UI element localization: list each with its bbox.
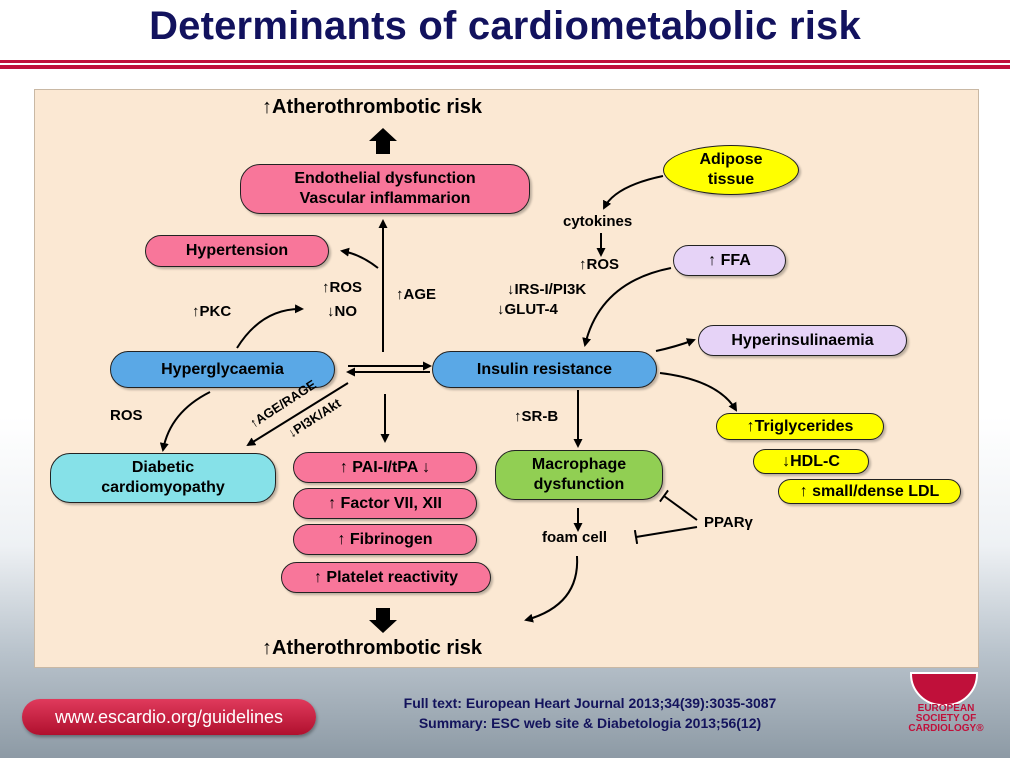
node-ldl: ↑ small/dense LDL <box>778 479 961 504</box>
arrow-adipose-cytokines <box>603 175 664 210</box>
node-adipose-tissue: Adipose tissue <box>663 145 799 195</box>
arrow-foam-to-bottom <box>524 555 579 623</box>
label-no-down: ↓NO <box>327 303 357 320</box>
summary-reference: Summary: ESC web site & Diabetologia 201… <box>418 715 762 731</box>
label-pkc: ↑PKC <box>192 303 232 320</box>
guidelines-link[interactable]: www.escardio.org/guidelines <box>22 699 316 735</box>
label-ros-right: ↑ROS <box>579 256 620 273</box>
label-cytokines: cytokines <box>563 213 633 230</box>
arrow-ffa-insulin <box>582 267 672 347</box>
node-text: dysfunction <box>533 476 625 493</box>
label-foam-cell: foam cell <box>542 529 608 546</box>
node-text: Vascular inflammarion <box>299 190 471 207</box>
node-text: Diabetic <box>131 459 195 476</box>
node-text: Endothelial dysfunction <box>294 170 476 187</box>
label-glut: ↓GLUT-4 <box>497 301 558 318</box>
arrow-to-hyperinsulinaemia <box>655 338 696 352</box>
node-hdl: ↓HDL-C <box>753 449 869 474</box>
node-hyperglycaemia: Hyperglycaemia <box>110 351 335 388</box>
node-macrophage-dysfunction: Macrophage dysfunction <box>495 450 663 500</box>
node-platelet: ↑ Platelet reactivity <box>281 562 491 593</box>
label-irs: ↓IRS-I/PI3K <box>507 281 587 298</box>
node-diabetic-cardiomyopathy: Diabetic cardiomyopathy <box>50 453 276 503</box>
node-text: Macrophage <box>531 456 627 473</box>
label-age: ↑AGE <box>396 286 437 303</box>
title-rule <box>0 60 1010 63</box>
node-pai: ↑ PAI-I/tPA ↓ <box>293 452 477 483</box>
big-down-arrow <box>369 608 397 633</box>
label-ros-up: ↑ROS <box>322 279 363 296</box>
label-ppar: PPARγ <box>704 514 753 531</box>
node-fibrinogen: ↑ Fibrinogen <box>293 524 477 555</box>
node-insulin-resistance: Insulin resistance <box>432 351 657 388</box>
bottom-outcome-label: ↑Atherothrombotic risk <box>262 637 483 659</box>
esc-logo-text-1: EUROPEAN <box>917 703 975 714</box>
esc-logo-text-2: SOCIETY OF <box>915 713 977 724</box>
arrow-to-hypertension <box>340 247 379 269</box>
title-rule-secondary <box>0 65 1010 69</box>
arrow-to-cardiomyopathy <box>159 391 211 452</box>
node-ffa: ↑ FFA <box>673 245 786 276</box>
big-up-arrow <box>369 128 397 154</box>
arrow-hyperglycaemia-pkc <box>236 304 304 349</box>
inhibit-foam-cell <box>633 526 698 545</box>
top-outcome-label: ↑Atherothrombotic risk <box>262 96 483 118</box>
node-triglycerides: ↑Triglycerides <box>716 413 884 440</box>
node-text: cardiomyopathy <box>101 479 225 496</box>
arrow-age-rage <box>246 382 349 447</box>
slide-title: Determinants of cardiometabolic risk <box>149 4 861 48</box>
fulltext-reference: Full text: European Heart Journal 2013;3… <box>403 695 777 711</box>
inhibit-macrophage <box>659 489 698 521</box>
node-factor: ↑ Factor VII, XII <box>293 488 477 519</box>
node-text: Adipose <box>699 151 763 168</box>
node-hyperinsulinaemia: Hyperinsulinaemia <box>698 325 907 356</box>
esc-logo-text-3: CARDIOLOGY® <box>908 723 984 734</box>
label-ros-left: ROS <box>110 407 143 424</box>
arrow-to-triglycerides <box>659 372 738 412</box>
node-text: tissue <box>707 171 755 188</box>
node-hypertension: Hypertension <box>145 235 329 267</box>
label-srb: ↑SR-B <box>514 408 559 425</box>
